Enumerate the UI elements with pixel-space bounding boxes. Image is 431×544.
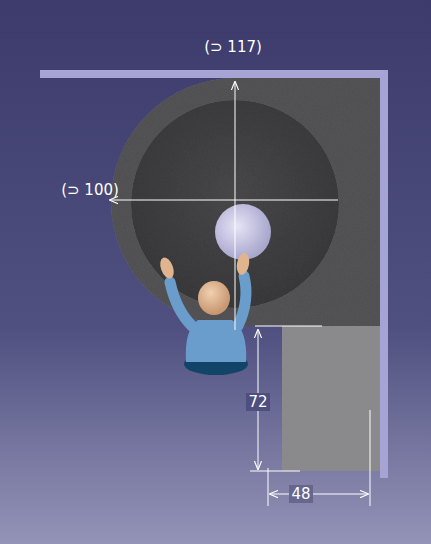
dimension-label: (⊃ 117) bbox=[202, 38, 264, 56]
dimension-label: 48 bbox=[289, 485, 312, 503]
dimension-label: (⊃ 100) bbox=[59, 181, 121, 199]
dimension-label: 72 bbox=[246, 393, 269, 411]
